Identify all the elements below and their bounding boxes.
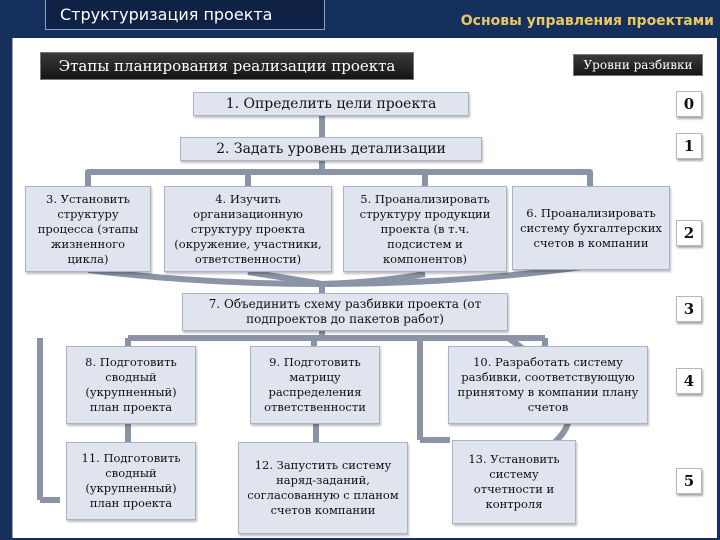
level-3: 3 <box>676 296 702 322</box>
step-2: 2. Задать уровень детализации <box>180 137 482 161</box>
header-left-title: Структуризация проекта <box>45 0 325 30</box>
header-right-title: Основы управления проектами <box>460 13 714 29</box>
slide-title: Этапы планирования реализации проекта <box>40 52 414 80</box>
level-4: 4 <box>676 368 702 394</box>
step-10: 10. Разработать систему разбивки, соотве… <box>448 346 648 424</box>
levels-label: Уровни разбивки <box>573 54 703 76</box>
step-12: 12. Запустить систему наряд-заданий, сог… <box>238 442 408 534</box>
step-3: 3. Установить структуру процесса (этапы … <box>25 186 151 272</box>
step-1: 1. Определить цели проекта <box>193 92 469 116</box>
step-5: 5. Проанализировать структуру продукции … <box>343 186 507 272</box>
level-1: 1 <box>676 133 702 159</box>
step-11: 11. Подготовить сводный (укрупненный) пл… <box>66 442 196 520</box>
connector-7-branch <box>125 330 548 346</box>
step-8: 8. Подготовить сводный (укрупненный) пла… <box>66 346 196 424</box>
connector-2-branch <box>85 160 593 186</box>
step-13: 13. Установить систему отчетности и конт… <box>452 440 576 524</box>
step-7: 7. Объединить схему разбивки проекта (от… <box>182 293 508 331</box>
connector-left-bracket <box>37 338 60 503</box>
level-2: 2 <box>676 220 702 246</box>
step-9: 9. Подготовить матрицу распределения отв… <box>250 346 380 424</box>
level-0: 0 <box>676 91 702 117</box>
step-6: 6. Проанализировать систему бухгалтерски… <box>512 186 670 270</box>
level-5: 5 <box>676 468 702 494</box>
connector-merge-4-5 <box>247 269 426 287</box>
step-4: 4. Изучить организационную структуру про… <box>164 186 332 272</box>
